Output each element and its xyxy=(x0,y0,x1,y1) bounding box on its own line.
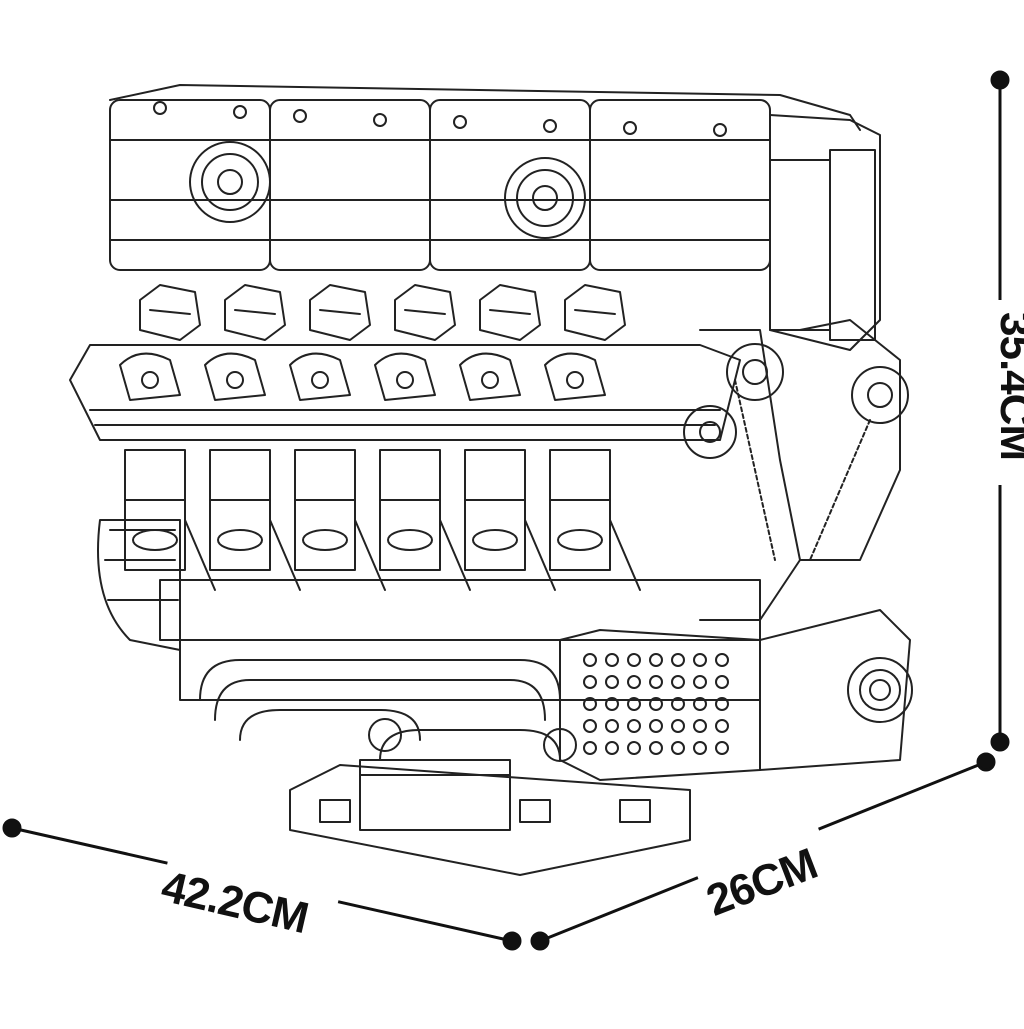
depth-endpoint-right xyxy=(976,752,996,772)
cylinder-head xyxy=(479,284,541,341)
rocker-arm xyxy=(459,352,521,401)
piston-row xyxy=(124,449,641,591)
cylinder-head xyxy=(564,284,626,341)
height-endpoint-bottom xyxy=(990,732,1010,752)
piston-block xyxy=(464,449,526,571)
cylinder-head xyxy=(394,284,456,341)
piston-block xyxy=(379,449,441,571)
width-endpoint-left xyxy=(2,818,22,838)
depth-endpoint-left xyxy=(530,931,550,951)
cylinder-head xyxy=(309,284,371,341)
rocker-arm xyxy=(119,352,181,401)
cylinder-head xyxy=(139,284,201,341)
rocker-arm xyxy=(374,352,436,401)
top-cam-covers xyxy=(109,84,881,351)
upper-deck xyxy=(69,344,741,441)
width-endpoint-right xyxy=(502,931,522,951)
rocker-arm xyxy=(204,352,266,401)
base-stand xyxy=(289,759,691,876)
cylinder-head xyxy=(224,284,286,341)
cam-pulleys xyxy=(189,141,586,239)
piston-block xyxy=(549,449,611,571)
piston-block xyxy=(209,449,271,571)
height-label: 35.4CM xyxy=(991,312,1024,461)
piston-block xyxy=(124,449,186,571)
rocker-assemblies xyxy=(119,352,606,401)
exhaust-pipes xyxy=(199,659,577,762)
top-studs xyxy=(153,101,727,137)
rocker-arm xyxy=(544,352,606,401)
lower-block xyxy=(97,519,913,781)
cylinder-heads xyxy=(139,284,626,341)
piston-block xyxy=(294,449,356,571)
height-endpoint-top xyxy=(990,70,1010,90)
rocker-arm xyxy=(289,352,351,401)
v-block xyxy=(683,319,909,621)
lower-stud-grid xyxy=(583,653,729,755)
